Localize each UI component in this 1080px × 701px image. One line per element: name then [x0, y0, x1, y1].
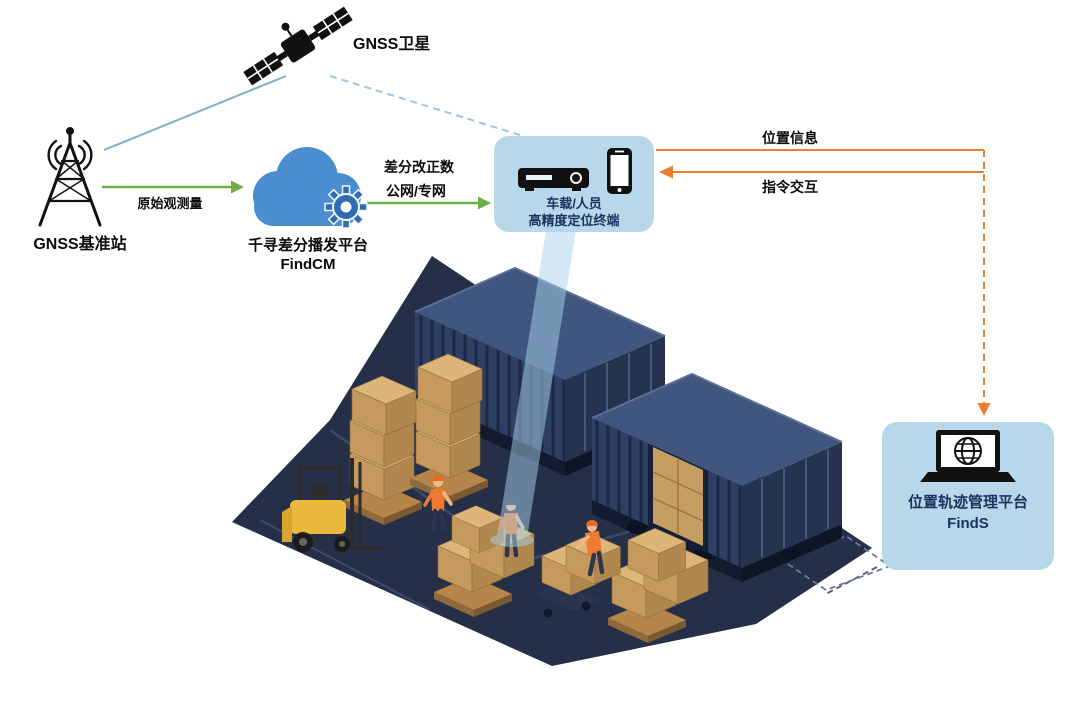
command-interaction-label: 指令交互 — [762, 179, 818, 195]
satellite-label: GNSS卫星 — [353, 36, 431, 53]
worker-3 — [576, 520, 605, 577]
container-right — [591, 372, 843, 582]
raw-observation-label: 原始观测量 — [137, 196, 203, 211]
correction-line1-label: 差分改正数 — [384, 159, 454, 175]
forklift — [282, 458, 382, 552]
worker-1 — [423, 475, 453, 532]
warehouse-scene — [232, 230, 892, 666]
base-station-label: GNSS基准站 — [33, 236, 127, 253]
platform-name-label: 位置轨迹管理平台 — [907, 494, 1028, 511]
terminal-label-line2: 高精度定位终端 — [528, 213, 620, 228]
cloud-platform-product-label: FindCM — [280, 256, 336, 273]
open-door-cargo — [648, 442, 708, 553]
laptop-globe-icon — [920, 430, 1016, 482]
satellite-icon — [243, 6, 353, 86]
terminal-panel: 车载/人员 高精度定位终端 — [494, 136, 654, 232]
platform-product-label: FindS — [947, 515, 989, 532]
smartphone-icon — [606, 148, 632, 194]
correction-line2-label: 公网/专网 — [386, 183, 446, 199]
finds-panel: 位置轨迹管理平台 FindS — [882, 422, 1054, 570]
link-satellite-to-terminal — [329, 75, 537, 141]
positioning-beam — [490, 230, 576, 547]
link-lines — [102, 75, 991, 596]
cloud-platform-name-label: 千寻差分播发平台 — [247, 237, 368, 254]
pallet-jack — [536, 533, 621, 618]
receiver-icon — [517, 168, 589, 191]
radio-tower-icon — [38, 127, 102, 227]
position-info-label: 位置信息 — [762, 130, 818, 146]
cloud-gear-icon — [253, 147, 368, 229]
terminal-label-line1: 车载/人员 — [546, 196, 602, 211]
link-satellite-to-station — [103, 75, 287, 151]
